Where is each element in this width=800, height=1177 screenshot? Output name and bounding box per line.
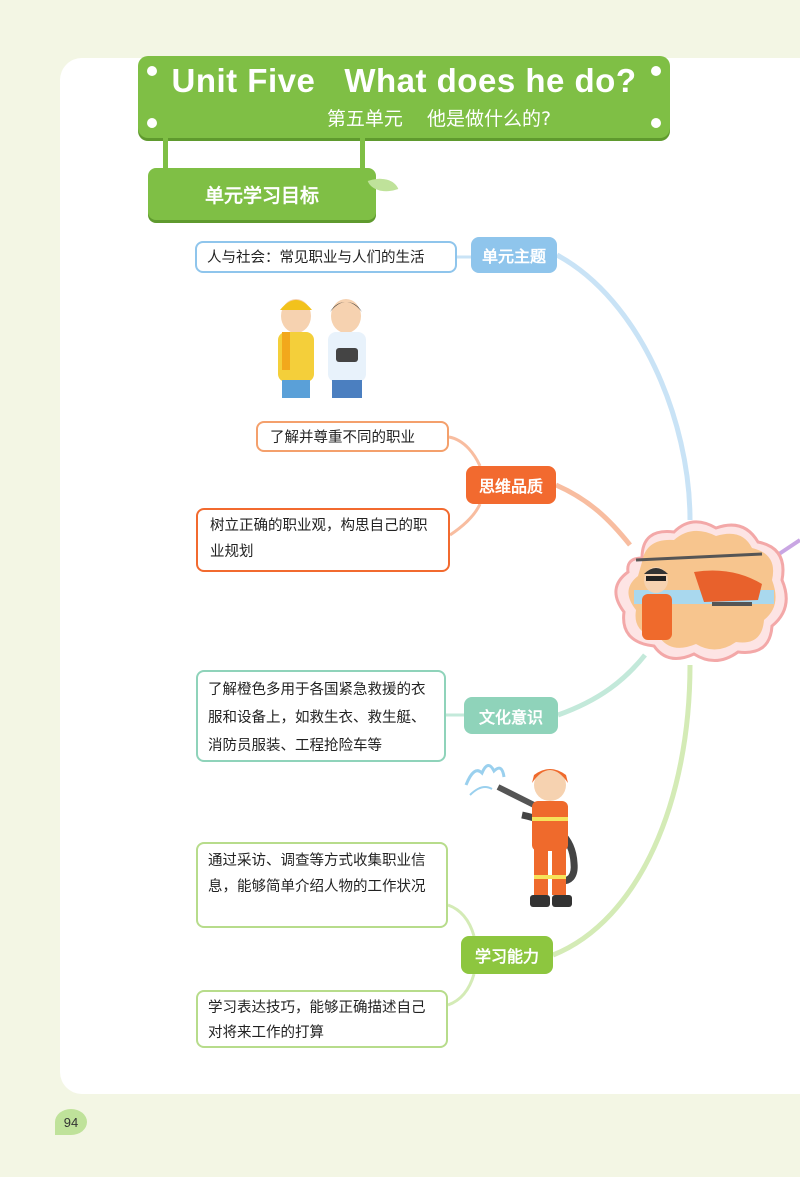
- connector-career-box: [449, 503, 482, 537]
- connector-culture: [557, 653, 647, 718]
- connector-express-box: [447, 973, 476, 1007]
- unit-title-cn: 第五单元 他是做什么的?: [326, 108, 552, 130]
- node-learning-ability: 学习能力: [461, 936, 553, 974]
- banner-dot: [147, 66, 157, 76]
- connector-thinking: [554, 482, 632, 547]
- banner-dot: [147, 118, 157, 128]
- banner-hanger-left: [163, 138, 168, 174]
- banner-hanger-right: [360, 138, 365, 174]
- unit-goals-tab: 单元学习目标: [148, 168, 376, 220]
- node-unit-theme: 单元主题: [471, 237, 557, 273]
- box-theme: 人与社会：常见职业与人们的生活: [195, 241, 457, 273]
- workers-illustration: [278, 299, 366, 398]
- banner-dot: [651, 118, 661, 128]
- box-career-plan: 树立正确的职业观，构思自己的职业规划: [196, 508, 450, 572]
- helicopter-pilot-illustration: [614, 520, 788, 662]
- connector-respect-box: [448, 435, 482, 467]
- page-number: 94: [55, 1109, 87, 1135]
- banner-dot: [651, 66, 661, 76]
- node-thinking-quality: 思维品质: [466, 466, 556, 504]
- unit-title-en: Unit Five What does he do?: [171, 62, 637, 99]
- connector-ability: [552, 664, 693, 958]
- title-banner: Unit Five What does he do? 第五单元 他是做什么的?: [138, 56, 670, 138]
- box-interview-skills: 通过采访、调查等方式收集职业信息，能够简单介绍人物的工作状况: [196, 842, 448, 928]
- node-cultural-awareness: 文化意识: [464, 697, 558, 734]
- box-orange-rescue: 了解橙色多用于各国紧急救援的衣服和设备上，如救生衣、救生艇、消防员服装、工程抢险…: [196, 670, 446, 762]
- connector-theme: [555, 252, 693, 521]
- firefighter-illustration: [464, 764, 578, 907]
- box-respect-jobs: 了解并尊重不同的职业: [256, 421, 449, 452]
- connector-interview-box: [447, 903, 476, 937]
- box-expression-skills: 学习表达技巧，能够正确描述自己对将来工作的打算: [196, 990, 448, 1048]
